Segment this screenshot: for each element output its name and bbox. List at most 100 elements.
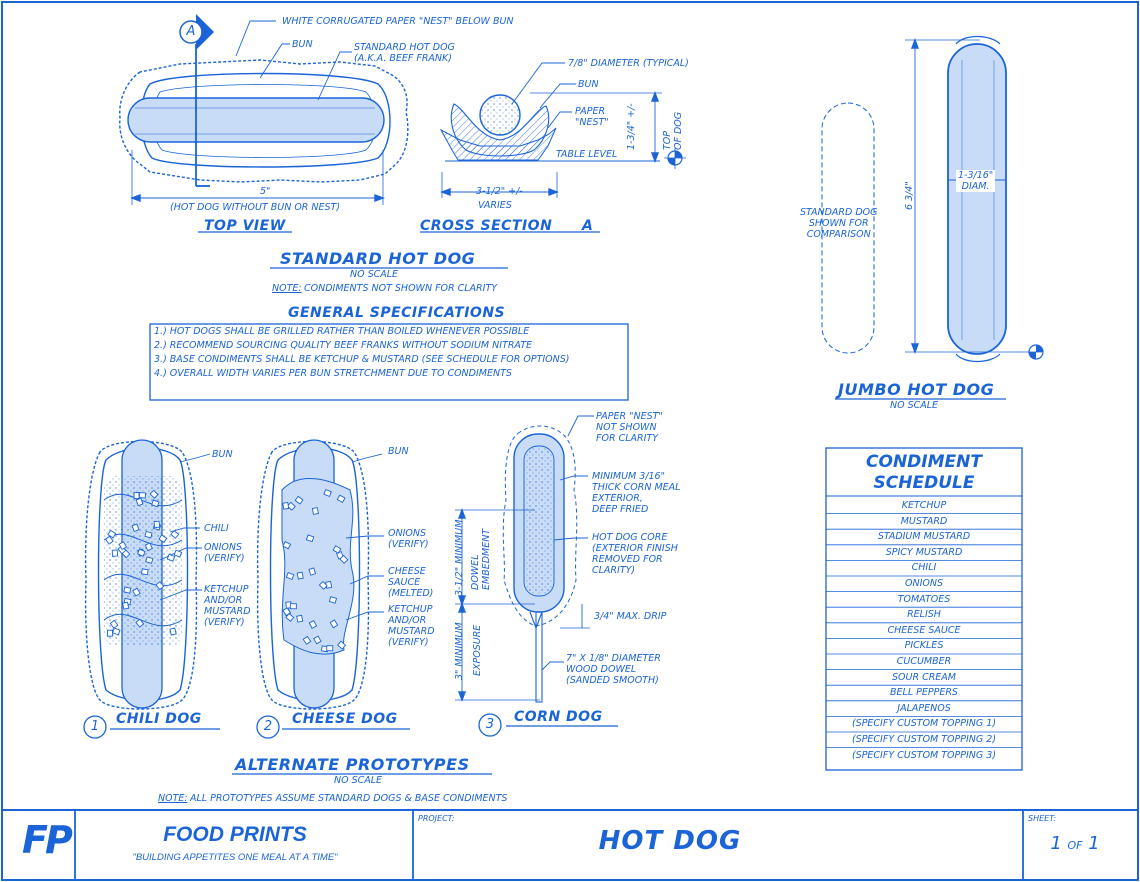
topping-piece xyxy=(111,549,119,557)
topping-piece xyxy=(169,627,177,636)
topping-piece xyxy=(118,541,128,551)
project-name: HOT DOG xyxy=(598,826,742,856)
topping-piece xyxy=(286,501,296,511)
chili-dog-drawing xyxy=(83,439,220,739)
schedule-item: BELL PEPPERS xyxy=(890,687,958,699)
chili-title: CHILI DOG xyxy=(116,711,202,727)
cheese-ketchup-label: KETCHUP AND/OR MUSTARD (VERIFY) xyxy=(388,604,435,648)
topping-piece xyxy=(140,568,149,576)
corn-expose-note: EXPOSURE xyxy=(472,624,483,676)
topping-piece xyxy=(305,534,315,543)
topping-piece xyxy=(104,535,114,545)
top-width-note: (HOT DOG WITHOUT BUN OR NEST) xyxy=(170,202,341,213)
company-name: FOOD PRINTS xyxy=(163,823,307,846)
cheese-sauce xyxy=(281,477,355,655)
corn-drip-label: 3/4" MAX. DRIP xyxy=(594,611,667,622)
top-width-dim: 5" xyxy=(260,186,271,197)
jumbo-diameter-label: 1-3/16" DIAM. xyxy=(956,170,996,192)
topping-piece xyxy=(285,572,295,580)
corn-core xyxy=(523,445,555,597)
schedule-item: (SPECIFY CUSTOM TOPPING 2) xyxy=(851,734,997,745)
topping-piece xyxy=(296,614,304,623)
chili-bun-label: BUN xyxy=(212,449,233,460)
topping-piece xyxy=(173,549,183,558)
topping-piece xyxy=(313,635,322,645)
chili-chili-label: CHILI xyxy=(204,523,229,534)
standard-note-label: NOTE: xyxy=(272,283,302,294)
cross-bun-label: BUN xyxy=(578,79,599,90)
sheet-number: 1 OF 1 xyxy=(1030,833,1120,854)
jumbo-hot-dog xyxy=(947,43,1007,355)
jumbo-drawing xyxy=(821,35,1044,400)
sheet-of: OF xyxy=(1067,839,1083,852)
cross-section-marker: A xyxy=(582,218,594,234)
top-view-frank xyxy=(127,97,385,143)
project-label: PROJECT: xyxy=(418,814,455,823)
corn-nest-outline xyxy=(502,425,578,627)
cross-frank xyxy=(479,94,521,136)
corn-nest-label: PAPER "NEST" NOT SHOWN FOR CLARITY xyxy=(596,411,663,444)
standard-note-text: CONDIMENTS NOT SHOWN FOR CLARITY xyxy=(304,283,498,294)
spec-item: 1.) HOT DOGS SHALL BE GRILLED RATHER THA… xyxy=(154,326,530,337)
nest-label: WHITE CORRUGATED PAPER "NEST" BELOW BUN xyxy=(282,16,514,27)
diameter-label: 7/8" DIAMETER (TYPICAL) xyxy=(568,58,689,69)
topping-piece xyxy=(289,603,297,610)
corn-meal-label: MINIMUM 3/16" THICK CORN MEAL EXTERIOR, … xyxy=(592,471,681,515)
cheese-title: CHEESE DOG xyxy=(292,711,398,727)
topping-piece xyxy=(107,529,117,539)
topping-piece xyxy=(131,523,140,533)
cheese-number: 2 xyxy=(263,719,273,734)
topping-piece xyxy=(339,554,349,564)
topping-piece xyxy=(106,629,114,637)
topping-piece xyxy=(149,489,159,499)
sheet-total: 1 xyxy=(1088,833,1100,854)
schedule-item: SOUR CREAM xyxy=(891,671,956,683)
chili-bun xyxy=(97,447,189,702)
chili-number: 1 xyxy=(90,719,100,734)
cross-height-dim: 1-3/4" +/- xyxy=(626,103,637,150)
top-view-title: TOP VIEW xyxy=(204,218,286,234)
topping-piece xyxy=(135,618,145,628)
top-view-nest xyxy=(119,59,409,183)
alternate-scale: NO SCALE xyxy=(334,775,383,786)
jumbo-title: JUMBO HOT DOG xyxy=(838,380,995,399)
cross-nest-label: PAPER "NEST" xyxy=(575,106,609,128)
cross-section-drawing xyxy=(420,62,686,233)
specs-title: GENERAL SPECIFICATIONS xyxy=(288,305,506,321)
alternate-note-label: NOTE: xyxy=(158,793,188,804)
spec-item: 2.) RECOMMEND SOURCING QUALITY BEEF FRAN… xyxy=(154,340,533,351)
company-tagline: "BUILDING APPETITES ONE MEAL AT A TIME" xyxy=(132,852,338,863)
topping-piece xyxy=(308,619,318,629)
schedule-item: ONIONS xyxy=(905,578,943,589)
spec-item: 3.) BASE CONDIMENTS SHALL BE KETCHUP & M… xyxy=(154,354,570,365)
jumbo-scale: NO SCALE xyxy=(890,400,939,411)
topping-piece xyxy=(166,553,176,562)
topping-piece xyxy=(311,507,319,515)
corn-core-label: HOT DOG CORE (EXTERIOR FINISH REMOVED FO… xyxy=(592,532,678,576)
schedule-item: (SPECIFY CUSTOM TOPPING 1) xyxy=(851,718,997,730)
topping-piece xyxy=(144,530,153,539)
schedule-item: TOMATOES xyxy=(897,593,951,605)
topping-piece xyxy=(121,601,130,610)
alternate-title: ALTERNATE PROTOTYPES xyxy=(235,755,470,774)
schedule-item: RELISH xyxy=(907,609,941,621)
top-view-bun xyxy=(140,72,391,168)
topping-piece xyxy=(282,540,292,550)
schedule-item: JALAPENOS xyxy=(897,702,951,714)
corn-embed-note: DOWEL EMBEDMENT xyxy=(470,528,492,590)
cross-section-title: CROSS SECTION xyxy=(420,218,553,234)
standard-title: STANDARD HOT DOG xyxy=(280,249,476,268)
cheese-sauce-label: CHEESE SAUCE (MELTED) xyxy=(388,566,434,599)
topping-piece xyxy=(153,520,160,529)
topping-piece xyxy=(285,612,295,622)
schedule-item: SPICY MUSTARD xyxy=(885,546,963,558)
topping-piece xyxy=(302,635,312,645)
jumbo-length-label: 6 3/4" xyxy=(904,181,915,210)
topping-piece xyxy=(123,586,132,594)
section-marker-circle xyxy=(179,20,203,44)
top-bun-label: BUN xyxy=(292,39,313,50)
topping-piece xyxy=(158,534,168,544)
topping-piece xyxy=(155,581,165,591)
